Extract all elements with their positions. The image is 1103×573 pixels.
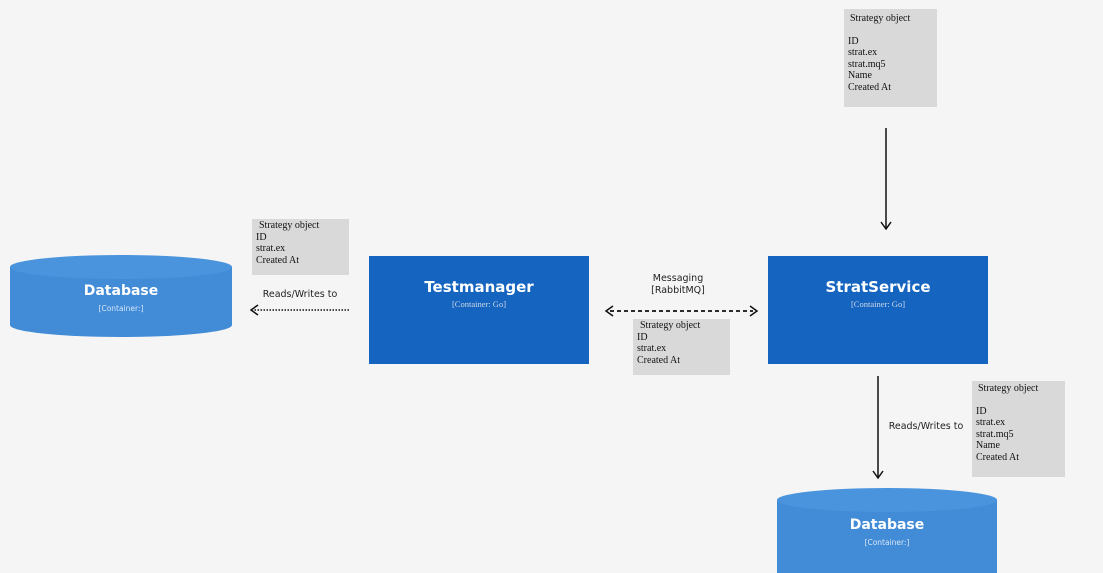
note-field: Name [976,440,1000,451]
container-title: Testmanager [424,278,534,296]
note-field: strat.ex [256,243,286,254]
note-field: strat.mq5 [848,58,886,70]
edge-label-testmanager-database: Reads/Writes to [262,289,338,300]
note-field: ID [848,35,859,47]
note-field: Created At [256,254,300,266]
note-title: Strategy object [640,320,701,331]
note-field: Created At [848,81,892,93]
note-field: Name [848,70,872,81]
strategy-object-note-messaging: Strategy object ID strat.ex Created At [633,319,730,375]
strategy-object-note-top: Strategy object ID strat.ex strat.mq5 Na… [844,9,937,107]
note-field: strat.ex [976,417,1006,428]
database-tech: [Container:] [98,304,144,313]
messaging-label-line2: [RabbitMQ] [651,285,705,296]
container-tech: [Container: Go] [451,299,507,309]
edge-label-messaging: Messaging [RabbitMQ] [638,273,718,297]
database-cylinder-icon [10,255,232,337]
strategy-object-note-bottom: Strategy object ID strat.ex strat.mq5 Na… [972,381,1065,477]
messaging-label-line1: Messaging [652,273,704,284]
container-tech: [Container: Go] [850,299,906,309]
note-field: Created At [976,451,1020,463]
database-cylinder-icon [777,488,997,573]
note-field: ID [637,331,648,343]
note-title: Strategy object [978,383,1039,394]
note-field: strat.mq5 [976,428,1014,440]
arrow-testmanager-to-database [249,304,349,316]
note-field: Created At [637,354,681,366]
note-field: ID [976,405,987,417]
database-title: Database [849,517,925,533]
database-tech: [Container:] [864,538,910,547]
database-title: Database [83,283,159,299]
testmanager-container[interactable]: Testmanager [Container: Go] [369,256,589,364]
edge-label-stratservice-database: Reads/Writes to [888,421,964,432]
arrow-messaging [604,305,759,317]
stratservice-container[interactable]: StratService [Container: Go] [768,256,988,364]
note-title: Strategy object [259,220,320,231]
database-bottom[interactable]: Database [Container:] [777,488,997,573]
arrow-stratservice-to-database [872,376,884,480]
arrow-note-to-stratservice [880,128,892,231]
note-field: strat.ex [637,343,667,354]
strategy-object-note-testmanager: Strategy object ID strat.ex Created At [252,219,349,275]
note-field: strat.ex [848,47,878,58]
database-left[interactable]: Database [Container:] [10,255,232,337]
note-title: Strategy object [850,13,911,24]
container-title: StratService [825,278,931,296]
note-field: ID [256,231,267,243]
